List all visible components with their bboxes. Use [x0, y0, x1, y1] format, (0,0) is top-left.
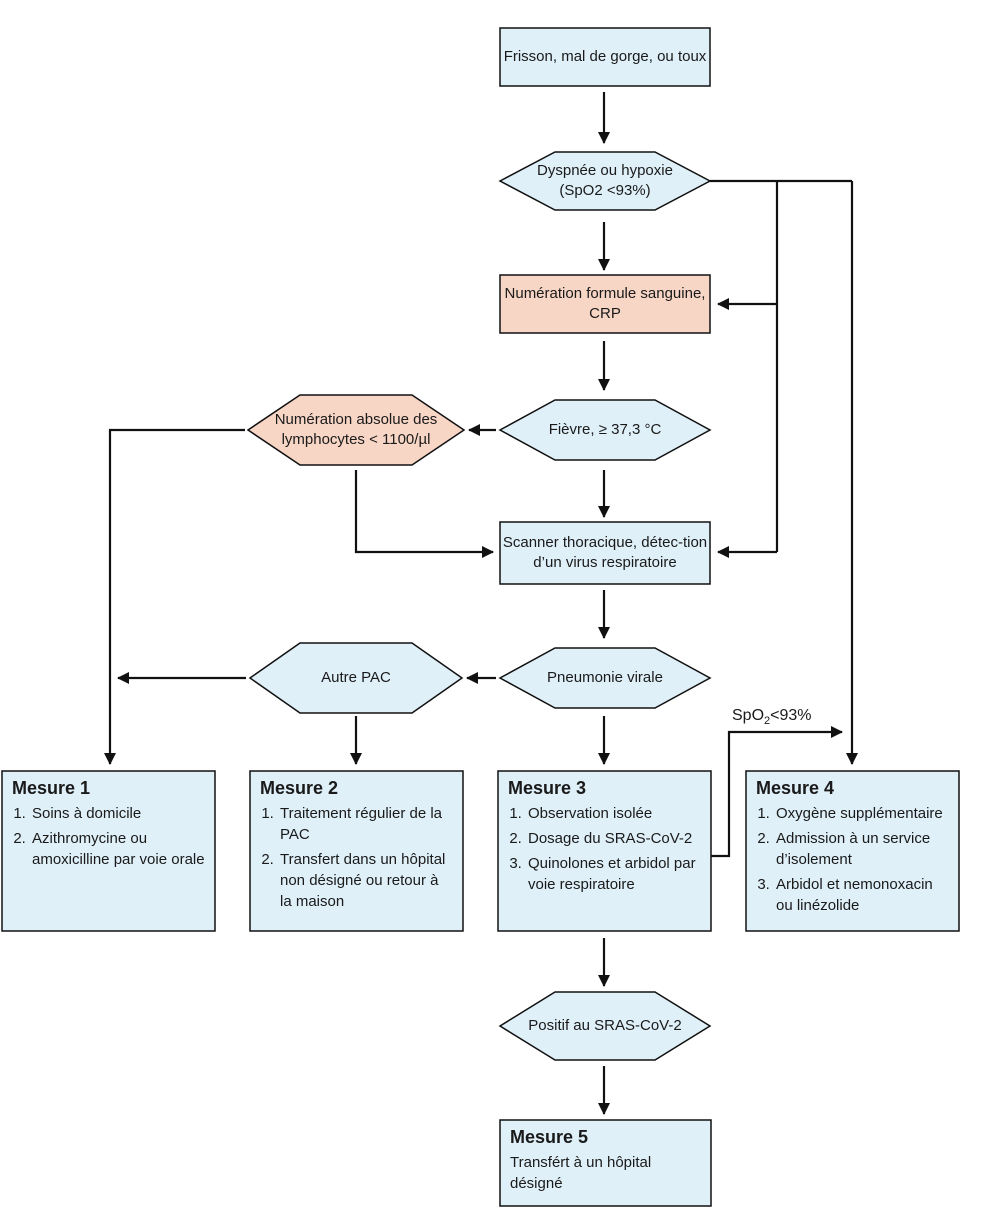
- spo2-label-suffix: <93%: [770, 707, 812, 724]
- measure-3-item: Observation isolée: [526, 803, 701, 824]
- measure-5-text: Transfért à un hôpital désigné: [510, 1154, 652, 1192]
- measure-3-item: Dosage du SRAS-CoV-2: [526, 828, 701, 849]
- measure-4-item: Admission à un service d’isolement: [774, 828, 949, 870]
- measure-2-box: [249, 770, 464, 932]
- positive-sars-hexagon: [498, 991, 712, 1061]
- arrow-lymphocytes-to-measure-1: [104, 428, 245, 765]
- spo2-label-prefix: SpO: [732, 707, 765, 724]
- measure-4-title: Mesure 4: [756, 778, 835, 798]
- measure-1-item: Soins à domicile: [30, 803, 205, 824]
- measure-1-panel: Mesure 1 Soins à domicile Azithromycine …: [2, 771, 215, 931]
- lymphocytes-node: Numération absolue des lymphocytes < 110…: [274, 411, 438, 448]
- other-cap-hexagon: [248, 642, 464, 714]
- symptoms-node: Frisson, mal de gorge, ou toux: [503, 48, 707, 65]
- positive-sars-node: Positif au SRAS-CoV-2: [528, 1017, 682, 1034]
- lymphocytes-hexagon: [246, 394, 466, 466]
- blood-count-node: Numération formule sanguine, CRP: [504, 285, 706, 322]
- measure-1-title: Mesure 1: [12, 778, 91, 798]
- arrow-measure-3-to-measure-4: [711, 726, 843, 858]
- measure-5-box: [499, 1119, 712, 1207]
- measure-5-panel: Mesure 5 Transfért à un hôpital désigné: [500, 1120, 711, 1206]
- measure-2-item: Traitement régulier de la PAC: [278, 803, 453, 845]
- measure-1-list: Soins à domicile Azithromycine ou amoxic…: [12, 803, 205, 870]
- ct-scan-node: Scanner thoracique, détec-tion d’un viru…: [502, 534, 708, 571]
- measure-2-list: Traitement régulier de la PAC Transfert …: [260, 803, 453, 912]
- arrow-lymphocytes-to-ct-scan: [354, 470, 494, 558]
- viral-pneumonia-node: Pneumonie virale: [547, 669, 663, 686]
- measure-1-box: [1, 770, 216, 932]
- measure-3-title: Mesure 3: [508, 778, 587, 798]
- measure-3-item: Quinolones et arbidol par voie respirato…: [526, 853, 701, 895]
- ct-scan-box: [499, 521, 711, 585]
- other-cap-node: Autre PAC: [321, 669, 391, 686]
- measure-2-item: Transfert dans un hôpital non désigné ou…: [278, 849, 453, 912]
- fever-hexagon: [498, 399, 712, 461]
- fever-node: Fièvre, ≥ 37,3 °C: [548, 421, 662, 438]
- dyspnea-node: Dyspnée ou hypoxie (SpO2 <93%): [537, 162, 673, 199]
- viral-pneumonia-hexagon: [498, 647, 712, 709]
- measure-4-panel: Mesure 4 Oxygène supplémentaire Admissio…: [746, 771, 959, 931]
- spo2-edge-label: SpO2<93%: [732, 706, 812, 731]
- measure-2-title: Mesure 2: [260, 778, 339, 798]
- symptoms-box: [499, 27, 711, 87]
- measure-3-list: Observation isolée Dosage du SRAS-CoV-2 …: [508, 803, 701, 895]
- blood-count-box: [499, 274, 711, 334]
- measure-2-panel: Mesure 2 Traitement régulier de la PAC T…: [250, 771, 463, 931]
- measure-5-title: Mesure 5: [510, 1127, 589, 1147]
- measure-4-list: Oxygène supplémentaire Admission à un se…: [756, 803, 949, 916]
- measure-4-box: [745, 770, 960, 932]
- measure-3-panel: Mesure 3 Observation isolée Dosage du SR…: [498, 771, 711, 931]
- measure-4-item: Arbidol et nemonoxacin ou linézolide: [774, 874, 949, 916]
- measure-3-box: [497, 770, 712, 932]
- spo2-label-sub: 2: [764, 715, 771, 728]
- measure-4-item: Oxygène supplémentaire: [774, 803, 949, 824]
- measure-1-item: Azithromycine ou amoxicilline par voie o…: [30, 828, 205, 870]
